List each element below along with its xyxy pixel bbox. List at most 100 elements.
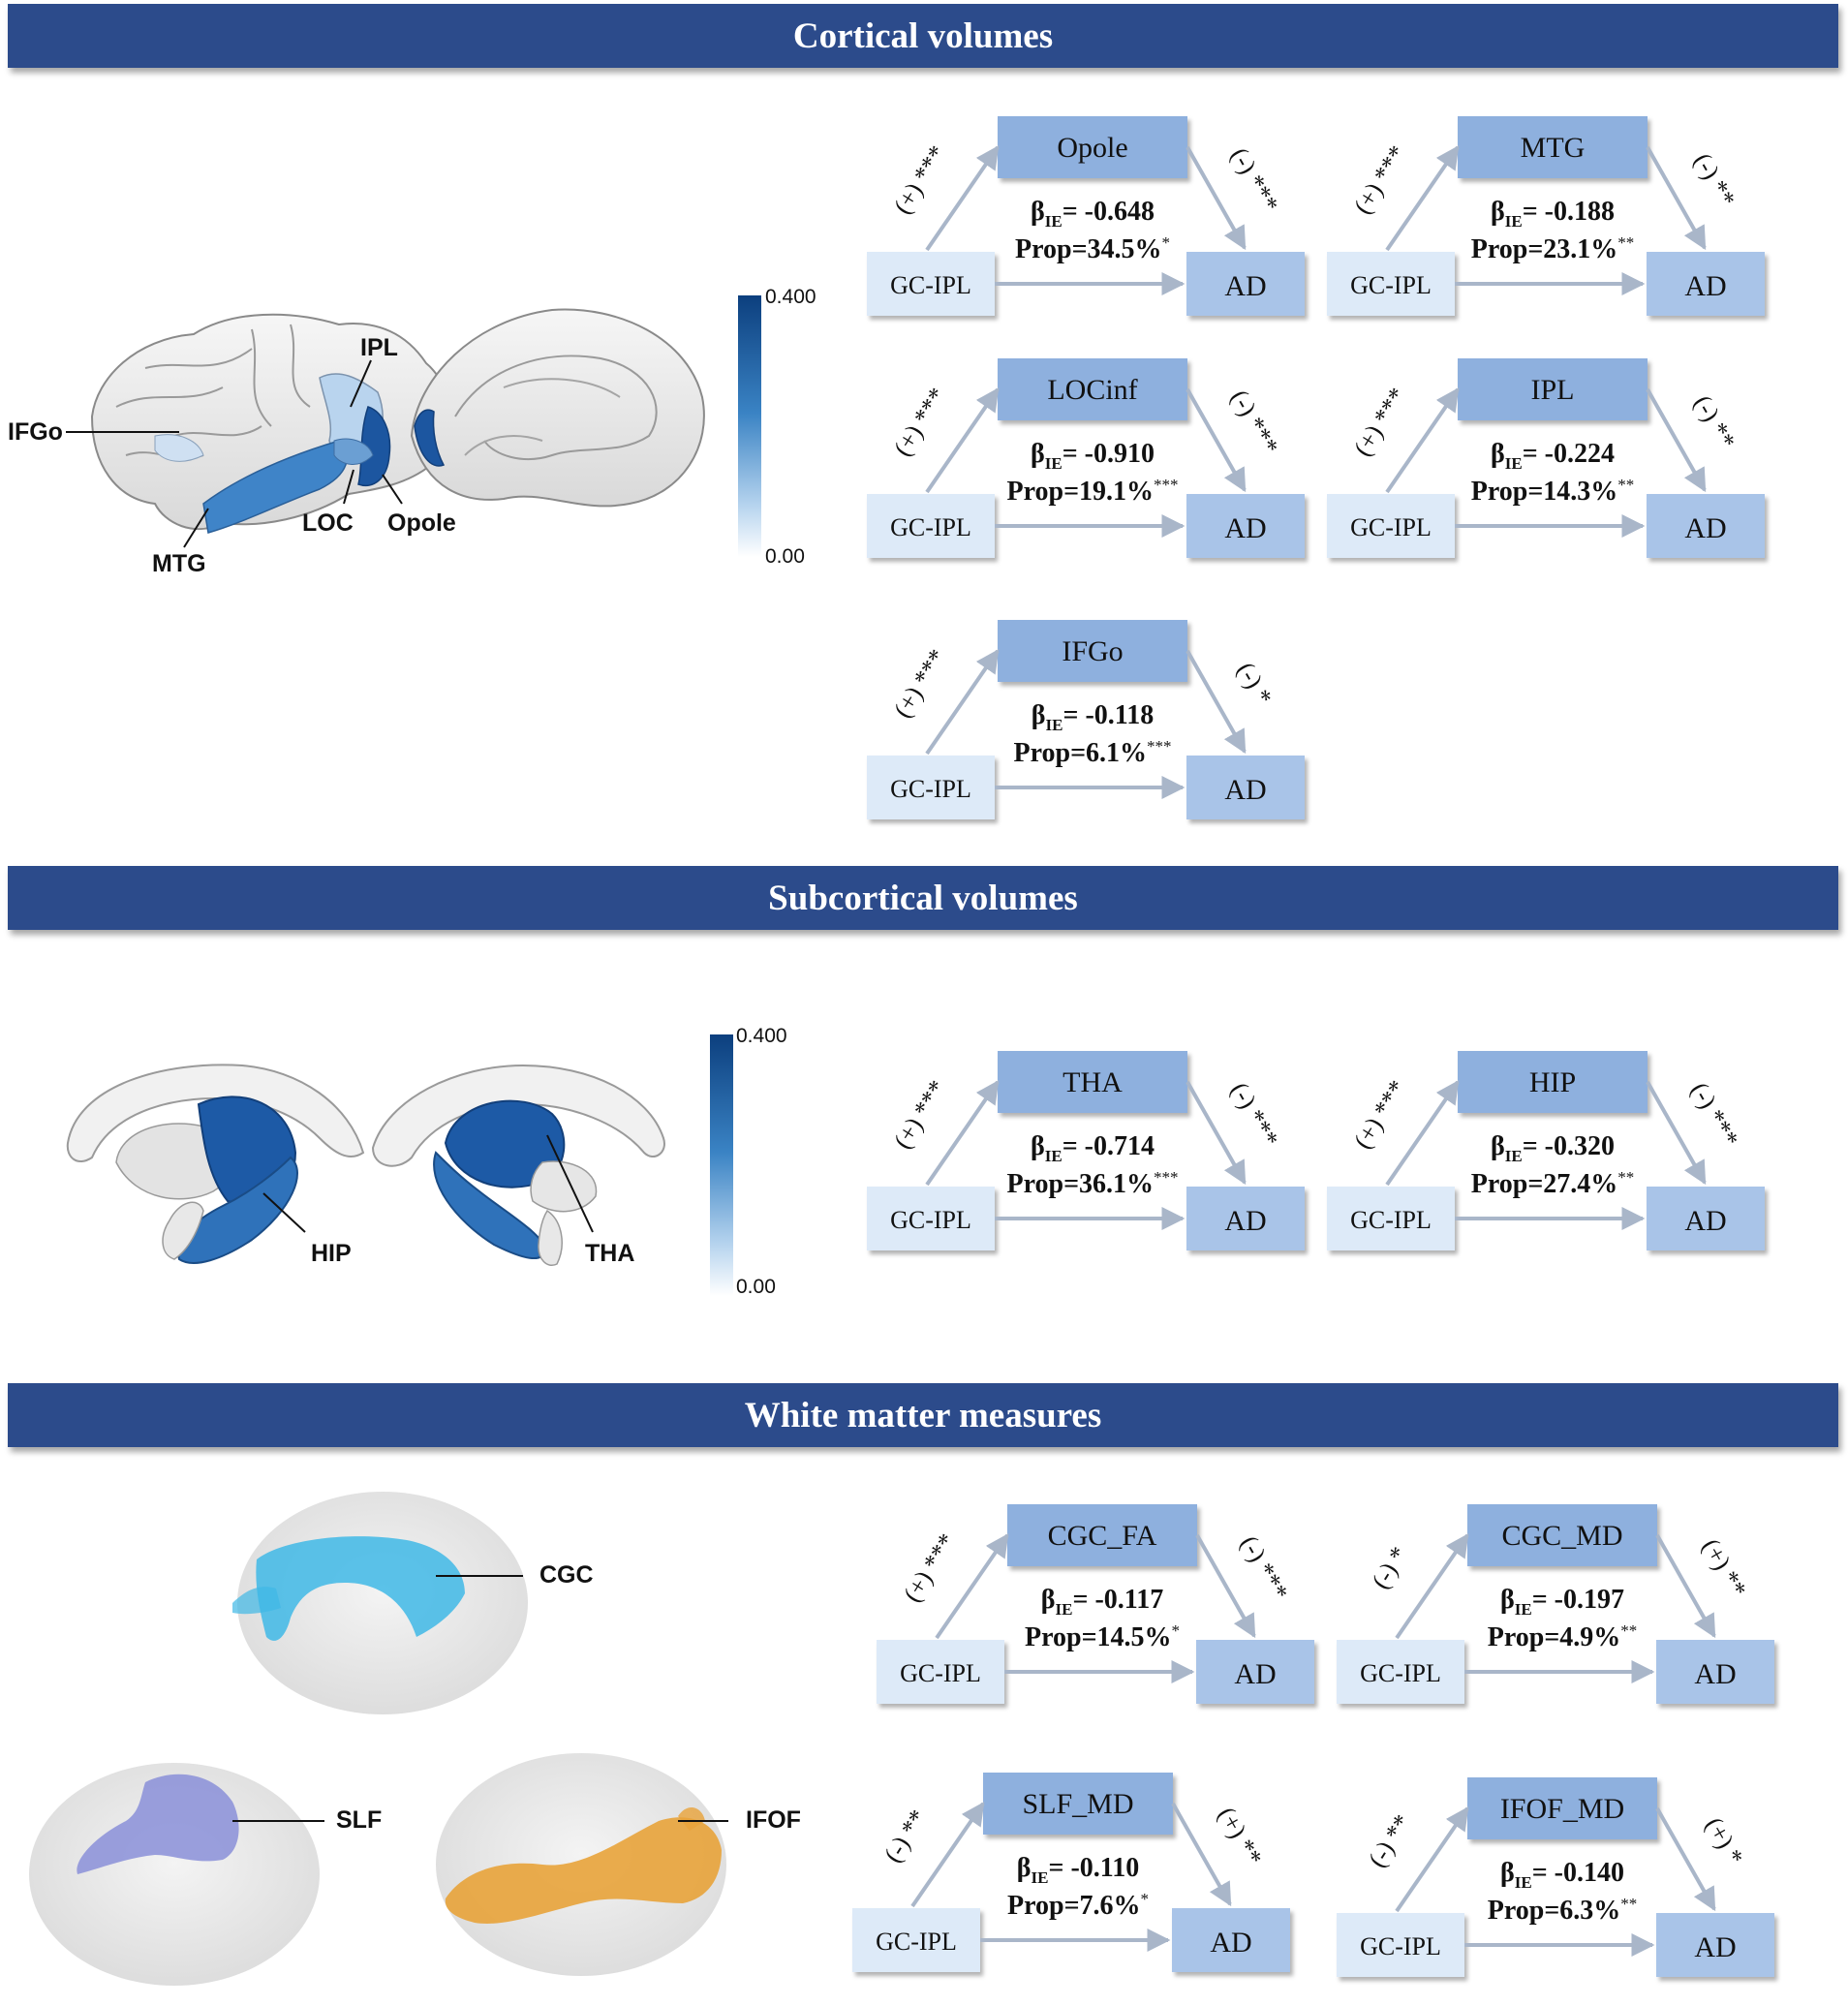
subcortical-callout-lines [262, 1134, 594, 1233]
mediator-box [1467, 1504, 1657, 1566]
path-a-significance: (+) *** [888, 140, 952, 219]
exposure-label: GC-IPL [890, 775, 971, 803]
mediator-label: Opole [1057, 132, 1127, 164]
path-b-significance: (-) *** [1225, 1078, 1284, 1152]
path-a-arrow [1385, 1080, 1460, 1187]
label-mtg: MTG [152, 550, 206, 577]
proportion-mediated: Prop=19.1%*** [1006, 476, 1178, 507]
path-a-arrow [925, 649, 1000, 756]
label-loc: LOC [302, 509, 354, 537]
indirect-effect-beta: βIE= -0.224 [1491, 439, 1615, 473]
outcome-label: AD [1694, 1658, 1736, 1690]
mediator-label: LOCinf [1047, 374, 1137, 406]
outcome-box [1656, 1640, 1774, 1704]
path-a-significance: (+) *** [888, 383, 952, 461]
colorbar-subcortical [710, 1034, 733, 1296]
exposure-box [877, 1640, 1004, 1704]
mediator-box [998, 1051, 1187, 1113]
exposure-label: GC-IPL [876, 1928, 957, 1956]
indirect-effect-beta: βIE= -0.140 [1500, 1858, 1624, 1892]
mediator-label: CGC_FA [1048, 1520, 1157, 1552]
tract-slf-image [29, 1763, 320, 1986]
indirect-effect-beta: βIE= -0.188 [1491, 197, 1615, 231]
path-a-significance: (+) *** [888, 644, 952, 723]
proportion-mediated: Prop=7.6%* [1007, 1890, 1149, 1921]
path-b-arrow [1171, 1803, 1232, 1907]
subcortical-right-image [371, 1064, 665, 1266]
tract-ifof-image [436, 1753, 726, 1976]
proportion-mediated: Prop=34.5%* [1015, 233, 1170, 264]
exposure-label: GC-IPL [890, 513, 971, 541]
proportion-mediated: Prop=14.3%** [1471, 476, 1635, 507]
label-opole: Opole [387, 509, 456, 537]
exposure-label: GC-IPL [1360, 1932, 1441, 1960]
exposure-label: GC-IPL [1350, 513, 1432, 541]
label-cgc: CGC [539, 1561, 594, 1589]
outcome-label: AD [1684, 512, 1726, 544]
exposure-box [867, 252, 995, 316]
proportion-mediated: Prop=27.4%** [1471, 1168, 1635, 1199]
path-a-significance: (+) *** [1348, 1075, 1412, 1154]
path-b-significance: (-) *** [1235, 1531, 1294, 1605]
path-b-arrow [1186, 146, 1247, 251]
path-b-significance: (+) ** [1697, 1534, 1752, 1602]
outcome-label: AD [1210, 1927, 1251, 1959]
path-b-arrow [1646, 388, 1707, 493]
indirect-effect-beta: βIE= -0.714 [1031, 1131, 1155, 1165]
exposure-label: GC-IPL [1360, 1659, 1441, 1687]
exposure-box [1337, 1913, 1464, 1977]
mediator-box [1007, 1504, 1197, 1566]
mediator-label: SLF_MD [1022, 1788, 1133, 1820]
path-a-significance: (+) *** [1348, 383, 1412, 461]
exposure-label: GC-IPL [890, 271, 971, 299]
indirect-effect-beta: βIE= -0.117 [1041, 1585, 1163, 1619]
proportion-mediated: Prop=36.1%*** [1006, 1168, 1178, 1199]
exposure-label: GC-IPL [1350, 271, 1432, 299]
outcome-box [1186, 756, 1305, 819]
outcome-label: AD [1224, 512, 1266, 544]
outcome-box [1186, 252, 1305, 316]
tract-callout-lines [232, 1575, 728, 1822]
exposure-box [1327, 1187, 1455, 1250]
exposure-label: GC-IPL [900, 1659, 981, 1687]
path-b-arrow [1655, 1534, 1716, 1639]
colorbar-cortical-min: 0.00 [765, 545, 805, 568]
outcome-box [1196, 1640, 1314, 1704]
exposure-box [867, 1187, 995, 1250]
colorbar-cortical-max: 0.400 [765, 286, 816, 308]
cortical-callout-lines [66, 359, 403, 548]
path-b-arrow [1186, 650, 1247, 755]
path-b-significance: (-) *** [1685, 1078, 1744, 1152]
exposure-box [852, 1908, 980, 1972]
section-header-white-matter: White matter measures [8, 1383, 1838, 1447]
exposure-box [867, 756, 995, 819]
colorbar-subcortical-min: 0.00 [736, 1276, 776, 1298]
mediator-box [998, 620, 1187, 682]
path-a-arrow [910, 1802, 985, 1908]
cortex-medial-image [410, 308, 705, 508]
mediator-label: IFOF_MD [1500, 1793, 1624, 1825]
path-a-arrow [925, 387, 1000, 494]
path-b-significance: (+) ** [1213, 1803, 1268, 1870]
mediator-label: THA [1063, 1066, 1123, 1098]
proportion-mediated: Prop=23.1%** [1471, 233, 1635, 264]
outcome-label: AD [1684, 270, 1726, 302]
proportion-mediated: Prop=6.1%*** [1013, 737, 1171, 768]
exposure-box [1327, 494, 1455, 558]
outcome-box [1186, 494, 1305, 558]
mediator-box [1467, 1777, 1657, 1839]
path-a-significance: (-) ** [878, 1805, 933, 1867]
path-a-significance: (+) *** [888, 1075, 952, 1154]
mediator-box [1458, 116, 1648, 178]
path-b-significance: (-) *** [1225, 386, 1284, 459]
exposure-box [1327, 252, 1455, 316]
outcome-box [1656, 1913, 1774, 1977]
proportion-mediated: Prop=6.3%** [1488, 1895, 1638, 1926]
indirect-effect-beta: βIE= -0.197 [1500, 1585, 1624, 1619]
